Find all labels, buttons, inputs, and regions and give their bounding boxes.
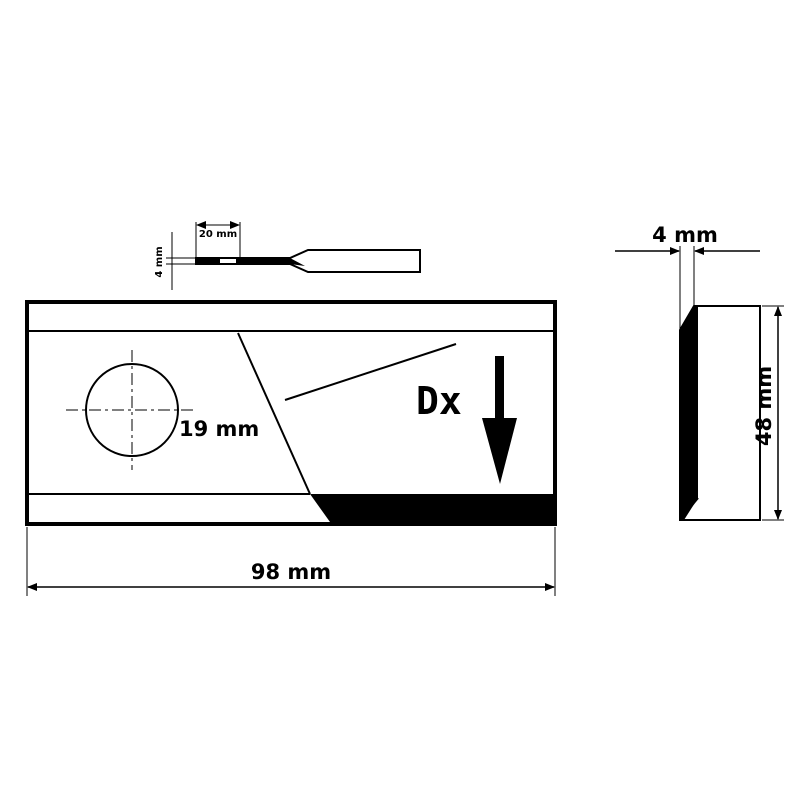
width-label: 98 mm [251, 560, 331, 584]
mounting-hole [85, 363, 179, 457]
blade-front-view: 19 mm Dx [25, 300, 557, 526]
height-label: 48 mm [752, 366, 776, 446]
profile-length-label: 20 mm [199, 229, 237, 240]
blade-side-view: 4 mm 48 mm [615, 223, 784, 521]
hole-diameter-label: 19 mm [179, 417, 259, 441]
side-view-black-edge [680, 306, 698, 520]
profile-thickness-label: 4 mm [154, 246, 165, 277]
direction-mark: Dx [416, 379, 462, 423]
rotation-direction-arrow-icon [482, 356, 517, 484]
side-view-bottom-bevel [679, 497, 699, 521]
cutting-edge-black [310, 494, 553, 522]
profile-flat-part [195, 249, 421, 273]
profile-black-band [196, 258, 305, 266]
blade-profile-view: 20 mm 4 mm [154, 221, 421, 290]
blade-outline [25, 300, 557, 526]
diagonal-edge-line [237, 332, 311, 495]
side-thickness-label: 4 mm [652, 223, 718, 247]
width-dimension: 98 mm [26, 527, 556, 596]
slanted-mark-line [284, 343, 457, 401]
